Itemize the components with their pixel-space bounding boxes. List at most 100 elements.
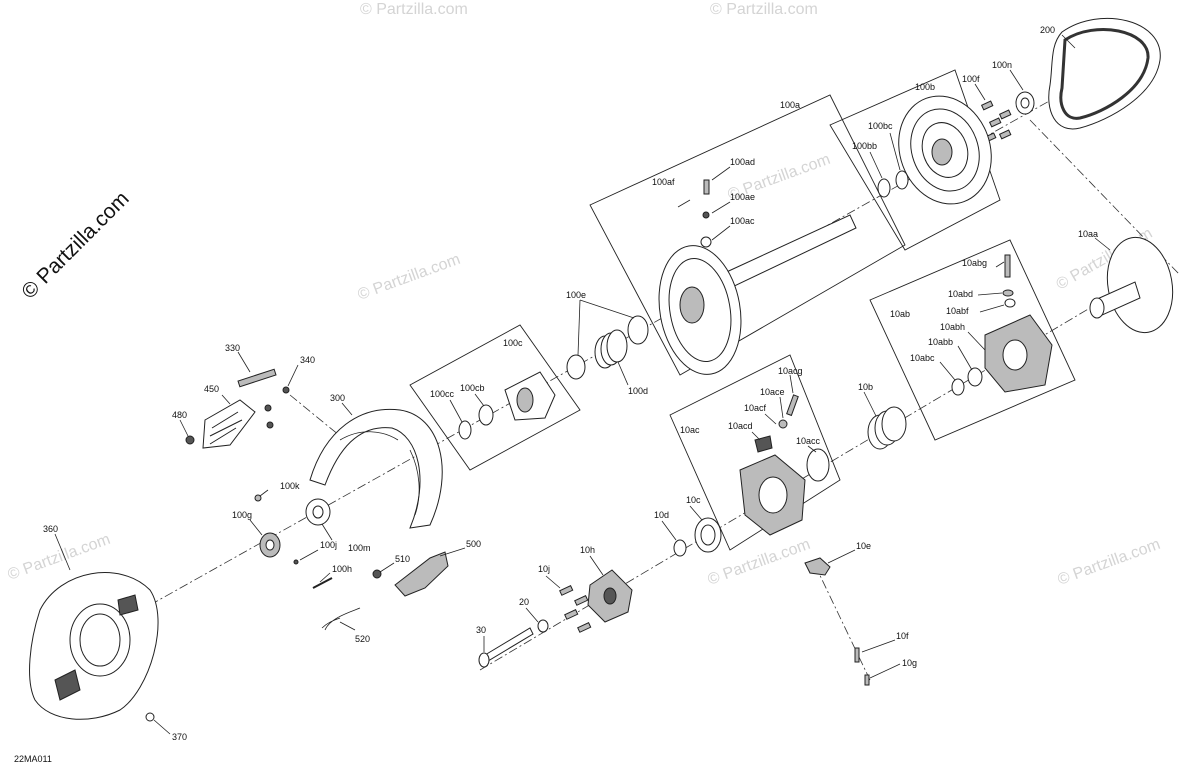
roller-10acd — [754, 435, 773, 453]
bolt-10j — [577, 621, 592, 633]
group-10ac-label: 10ac — [680, 425, 700, 435]
ring-100e-a — [627, 315, 649, 345]
group-100a-label: 100a — [780, 100, 800, 110]
watermark-repeat: © Partzilla.com — [710, 1, 818, 18]
group-10ab-label: 10ab — [890, 309, 910, 319]
bolt-10j — [559, 584, 574, 596]
label-100m: 100m — [348, 543, 371, 553]
ring-10d — [673, 539, 687, 557]
screw-100f — [988, 117, 1002, 128]
label-100bb: 100bb — [852, 141, 877, 151]
clip-340 — [282, 386, 290, 394]
drive-belt-teeth — [1059, 28, 1150, 120]
label-100af: 100af — [652, 177, 675, 187]
label-340: 340 — [300, 355, 315, 365]
label-100ae: 100ae — [730, 192, 755, 202]
label-10e: 10e — [856, 541, 871, 551]
bracket-500 — [394, 551, 449, 597]
label-10abc: 10abc — [910, 353, 935, 363]
screw-10abg — [1004, 254, 1011, 278]
label-370: 370 — [172, 732, 187, 742]
screw-100ad — [703, 179, 710, 195]
group-100c-frame — [409, 324, 581, 471]
washer-10ace — [778, 419, 788, 429]
bushing-100cb — [478, 404, 494, 426]
spring-100d — [594, 329, 628, 369]
label-10acd: 10acd — [728, 421, 753, 431]
washer-100ae — [702, 211, 710, 219]
label-10abg: 10abg — [962, 258, 987, 268]
part-labels: 200 100n 100f 100bc 100bb 100ad 100af 10… — [14, 25, 1098, 764]
pin-100af — [677, 199, 691, 208]
ring-100bb — [877, 178, 891, 198]
nut-370 — [145, 712, 155, 722]
label-100j: 100j — [320, 540, 337, 550]
label-520: 520 — [355, 634, 370, 644]
rail-330 — [237, 368, 277, 388]
ring-100cc — [458, 420, 472, 440]
shaft-100a — [719, 214, 857, 291]
bolt-10j — [564, 608, 579, 620]
clip-520 — [321, 607, 361, 631]
label-10d: 10d — [654, 510, 669, 520]
bolt-10j — [574, 594, 589, 606]
screw-100f — [998, 129, 1012, 140]
bolt-30 — [484, 627, 534, 662]
label-100ad: 100ad — [730, 157, 755, 167]
ring-100bc — [895, 170, 909, 190]
spring-10b — [867, 406, 907, 450]
label-10acc: 10acc — [796, 436, 821, 446]
label-100n: 100n — [992, 60, 1012, 70]
bushing-10abf — [1004, 298, 1016, 308]
label-30: 30 — [476, 625, 486, 635]
label-10b: 10b — [858, 382, 873, 392]
ring-100e-b — [566, 354, 586, 380]
label-10f: 10f — [896, 631, 909, 641]
screw-510 — [372, 569, 382, 579]
label-100cc: 100cc — [430, 389, 455, 399]
group-100b-frame — [829, 69, 1001, 251]
group-100c-label: 100c — [503, 338, 523, 348]
label-360: 360 — [43, 524, 58, 534]
label-100e: 100e — [566, 290, 586, 300]
label-500: 500 — [466, 539, 481, 549]
screw-100f — [998, 109, 1012, 120]
watermark-repeat: © Partzilla.com — [1056, 536, 1163, 589]
washer-10abd — [1002, 289, 1014, 297]
drive-belt — [1048, 18, 1161, 130]
label-510: 510 — [395, 554, 410, 564]
label-330: 330 — [225, 343, 240, 353]
sheave-10aa — [1106, 236, 1174, 334]
label-10j: 10j — [538, 564, 550, 574]
group-10ab-frame — [869, 239, 1076, 441]
pin-10f — [854, 647, 860, 663]
label-100f: 100f — [962, 74, 980, 84]
group-frames: 100a 100b 100c 10ab 10ac — [409, 69, 1076, 551]
label-10aa: 10aa — [1078, 229, 1098, 239]
screw-480 — [185, 435, 195, 445]
label-450: 450 — [204, 384, 219, 394]
ring-10acc — [806, 448, 830, 482]
label-100d: 100d — [628, 386, 648, 396]
ring-10abb — [967, 367, 983, 387]
label-20: 20 — [519, 597, 529, 607]
screw-10g — [864, 674, 870, 686]
watermark-repeat: © Partzilla.com — [706, 536, 813, 589]
label-10abf: 10abf — [946, 306, 969, 316]
washer-100k — [254, 494, 262, 502]
group-100b-label: 100b — [915, 82, 935, 92]
ring-10abc — [951, 378, 965, 396]
lever-10e — [804, 557, 831, 576]
label-10ace: 10ace — [760, 387, 785, 397]
washer-20 — [537, 619, 549, 633]
label-100h: 100h — [332, 564, 352, 574]
label-100bc: 100bc — [868, 121, 893, 131]
label-100cb: 100cb — [460, 383, 485, 393]
label-10abd: 10abd — [948, 289, 973, 299]
watermark-main: © Partzilla.com — [17, 187, 133, 303]
screw-100f — [980, 100, 994, 111]
label-100k: 100k — [280, 481, 300, 491]
label-300: 300 — [330, 393, 345, 403]
label-480: 480 — [172, 410, 187, 420]
watermark-repeat: © Partzilla.com — [360, 1, 468, 18]
